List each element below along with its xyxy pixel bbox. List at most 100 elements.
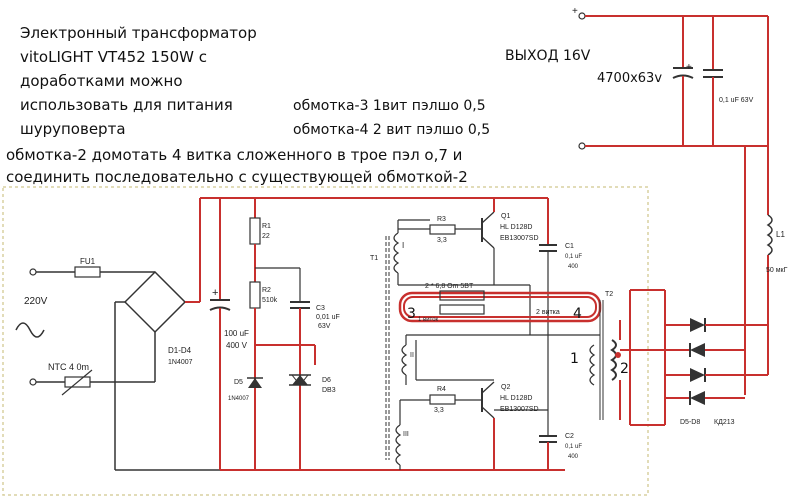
- winding-3-note: обмотка-3 1вит пэлшо 0,5: [293, 98, 486, 114]
- l1-value: 50 мкГ: [766, 267, 788, 274]
- output-voltage-note: ВЫХОД 16V: [505, 48, 591, 64]
- winding-number-3: 3: [407, 306, 416, 322]
- t2-secondary: [610, 339, 617, 381]
- winding-i-label: I: [402, 241, 404, 250]
- diodes-label: D5-D8: [680, 419, 700, 426]
- transistor-q2-collector: [481, 381, 495, 394]
- inductor-l1: [766, 214, 773, 256]
- resistor-r3: [429, 224, 456, 235]
- c1-voltage: 400: [568, 264, 579, 270]
- diode: [690, 343, 705, 357]
- diode: [690, 318, 705, 332]
- mains-terminal-l: [29, 268, 37, 276]
- winding-number-4: 4: [573, 306, 582, 322]
- output-transformer: [589, 289, 769, 426]
- winding-ii-label: II: [410, 352, 414, 359]
- transistor-q1-emitter: [481, 236, 495, 249]
- diode-row-3: [665, 368, 768, 382]
- c2-value: 0,1 uF: [565, 444, 582, 450]
- q1-label: Q1: [501, 213, 510, 220]
- resistor-r1: [249, 217, 261, 245]
- ac-sine-icon: [15, 322, 45, 338]
- fuse-fu1: [74, 266, 101, 278]
- half-bridge: [385, 198, 600, 470]
- winding-4-note: обмотка-4 2 вит пэлшо 0,5: [293, 122, 490, 138]
- plus-sign: +: [686, 62, 692, 73]
- capacitor-plate: [209, 306, 231, 311]
- resistor-6-8-b: [439, 304, 485, 315]
- q1-part-1: HL D128D: [500, 224, 532, 231]
- d6-part: DB3: [322, 387, 336, 394]
- title-line-1: Электронный трансформатор: [20, 24, 257, 42]
- output-terminal-plus: [578, 12, 586, 20]
- l1-label: L1: [776, 230, 785, 239]
- t1-winding-iii: [395, 424, 402, 466]
- winding-2-note-line-1: обмотка-2 домотать 4 витка сложенного в …: [6, 146, 462, 164]
- fu1-label: FU1: [80, 257, 96, 266]
- one-turn-label: 1 виток: [418, 317, 439, 323]
- diode-row-1: [665, 318, 768, 332]
- title-line-4: использовать для питания: [20, 96, 233, 114]
- r1-value: 22: [262, 233, 270, 240]
- diodes-part: КД213: [714, 419, 735, 426]
- transistor-q2-emitter: [481, 406, 495, 419]
- t1-winding-ii: [401, 344, 408, 376]
- q2-part-2: EB13007SD: [500, 406, 539, 413]
- winding-dot: [615, 352, 621, 358]
- board-boundary: [2, 186, 649, 496]
- c100-label: 100 uF: [224, 329, 249, 338]
- c2-voltage: 400: [568, 454, 579, 460]
- winding-2-note-line-2: соединить последовательно с существующей…: [6, 168, 468, 186]
- title-line-2: vitoLIGHT VT452 150W с: [20, 48, 207, 66]
- winding-loop-inner: [403, 296, 597, 318]
- output-cap-note: 4700х63v: [597, 71, 662, 86]
- plus-sign: +: [212, 287, 218, 299]
- d6-label: D6: [322, 377, 331, 384]
- dc-bus: [199, 197, 565, 471]
- resistor-r4: [429, 394, 456, 405]
- r3-value: 3,3: [437, 237, 447, 244]
- q2-label: Q2: [501, 384, 510, 391]
- q2-part-1: HL D128D: [500, 395, 532, 402]
- output-section: [578, 12, 773, 395]
- c3-label: C3: [316, 305, 325, 312]
- c2-label: C2: [565, 433, 574, 440]
- ntc-slash: [61, 369, 93, 396]
- diac-d6: [292, 375, 308, 385]
- title-line-3: доработками можно: [20, 72, 183, 90]
- c1-value: 0,1 uF: [565, 254, 582, 260]
- bridge-rectifier: [123, 270, 187, 334]
- transistor-q1-collector: [481, 211, 495, 224]
- winding-iii-label: III: [403, 431, 409, 438]
- mains-input: [15, 266, 220, 471]
- r3-label: R3: [437, 216, 446, 223]
- ntc-label: NTC 4 0m: [48, 362, 89, 372]
- d5-label: D5: [234, 379, 243, 386]
- resistor-pair-label: 2 * 6,8 Om 5BT: [425, 283, 474, 290]
- diode-row-4: [665, 391, 745, 405]
- r2-label: R2: [262, 287, 271, 294]
- bridge-label: D1-D4: [168, 346, 192, 355]
- resistor-r2: [249, 281, 261, 309]
- t2-label: T2: [605, 291, 613, 298]
- c01-label: 0,1 uF 63V: [719, 97, 754, 104]
- two-turns-label: 2 витка: [536, 309, 560, 316]
- q1-part-2: EB13007SD: [500, 235, 539, 242]
- c3-value: 0,01 uF: [316, 314, 340, 321]
- t2-primary: [589, 344, 596, 386]
- r1-label: R1: [262, 223, 271, 230]
- diode: [690, 368, 705, 382]
- d5-part: 1N4007: [228, 396, 250, 402]
- resistor-6-8-a: [439, 290, 485, 301]
- winding-number-2: 2: [620, 361, 629, 377]
- title-line-5: шуруповерта: [20, 120, 126, 138]
- winding-number-1: 1: [570, 351, 579, 367]
- c3-voltage: 63V: [318, 323, 331, 330]
- mains-terminal-n: [29, 378, 37, 386]
- plus-sign: +: [572, 6, 578, 17]
- diode: [690, 391, 705, 405]
- bridge-part: 1N4007: [168, 359, 193, 366]
- voltage-label: 220V: [24, 296, 48, 307]
